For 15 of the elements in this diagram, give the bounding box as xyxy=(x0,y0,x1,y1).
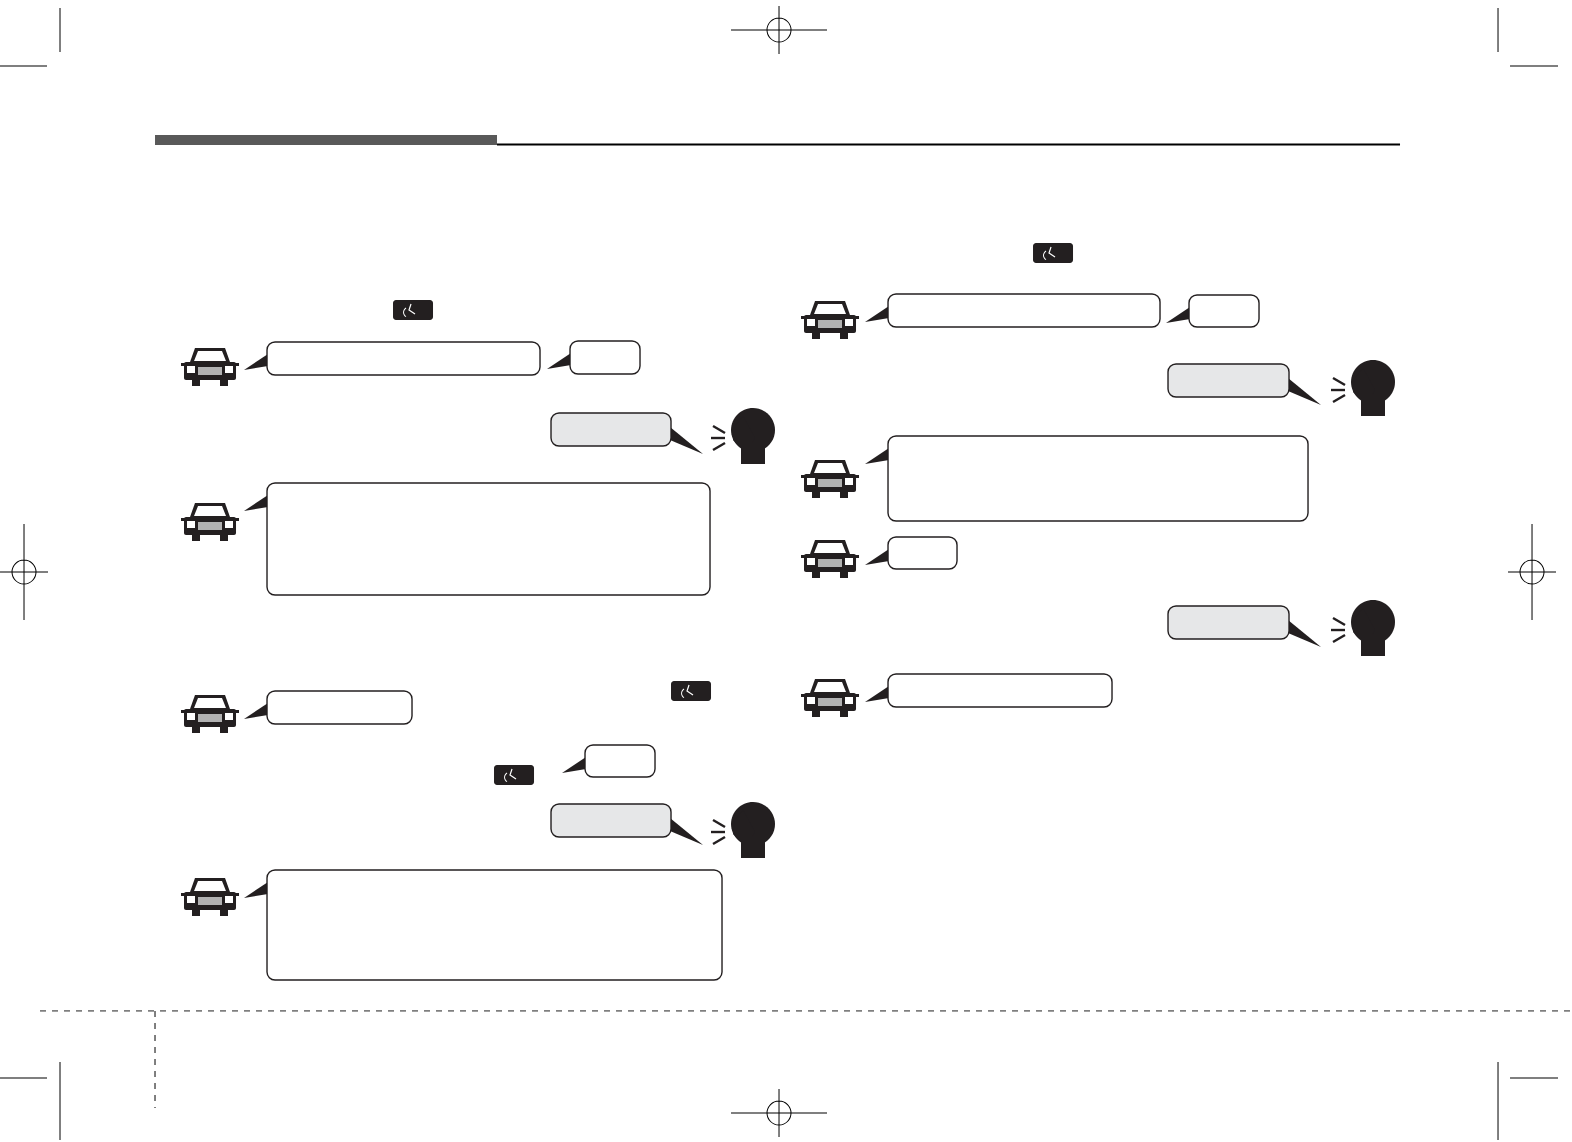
speech-bubble xyxy=(865,293,1161,328)
speech-bubble xyxy=(244,482,711,596)
speech-bubble xyxy=(244,690,413,725)
speech-bubble xyxy=(547,340,641,375)
speech-bubble xyxy=(562,744,656,778)
speech-bubble xyxy=(865,435,1309,522)
speech-bubble xyxy=(550,803,703,845)
speech-bubble xyxy=(244,869,723,981)
speech-bubble xyxy=(865,536,958,570)
speech-bubble xyxy=(550,412,703,454)
speech-bubble xyxy=(244,341,541,376)
speech-bubble xyxy=(1167,363,1321,405)
speech-bubble xyxy=(1167,605,1321,647)
speech-bubble xyxy=(865,673,1113,708)
speech-bubble xyxy=(1166,294,1260,328)
